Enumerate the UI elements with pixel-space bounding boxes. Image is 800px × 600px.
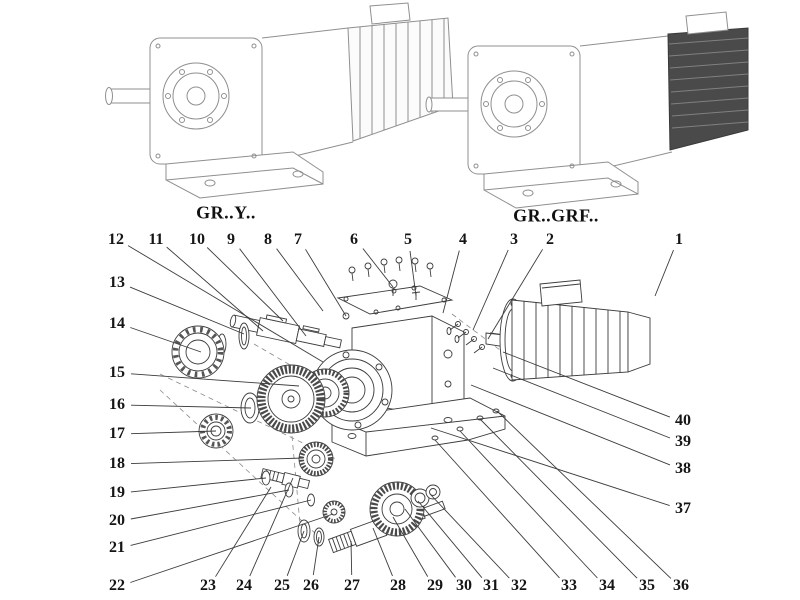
callout-24: 24 — [236, 577, 252, 594]
assembled-view-gr-grf — [425, 11, 749, 209]
callout-27: 27 — [344, 577, 360, 594]
leader-line — [502, 351, 671, 418]
callout-6: 6 — [350, 231, 358, 248]
callout-19: 19 — [109, 484, 125, 501]
leader-line — [434, 439, 560, 579]
leader-line — [130, 477, 267, 493]
leader-line — [479, 418, 638, 579]
callout-2: 2 — [546, 231, 554, 248]
motor-bolts-illustration — [446, 321, 485, 354]
leader-line — [130, 457, 304, 465]
leader-line — [409, 250, 417, 297]
callout-21: 21 — [109, 539, 125, 556]
callout-33: 33 — [561, 577, 577, 594]
leader-line — [417, 500, 483, 578]
callout-30: 30 — [456, 577, 472, 594]
leader-line — [249, 477, 294, 577]
callout-28: 28 — [390, 577, 406, 594]
leader-line — [130, 327, 202, 353]
callout-7: 7 — [294, 231, 302, 248]
leader-line — [239, 248, 307, 337]
leader-line — [392, 516, 429, 577]
leader-line — [654, 249, 674, 297]
intermediate-gear-illustration — [260, 441, 346, 524]
callout-37: 37 — [675, 500, 691, 517]
leader-line — [429, 493, 510, 579]
callout-4: 4 — [459, 231, 467, 248]
leader-line — [430, 427, 670, 507]
motor-illustration — [485, 279, 651, 382]
leader-line — [130, 430, 217, 435]
leader-line — [130, 404, 252, 409]
callout-40: 40 — [675, 412, 691, 429]
callout-32: 32 — [511, 577, 527, 594]
leader-lines-layer — [127, 245, 674, 583]
callout-9: 9 — [227, 231, 235, 248]
callout-22: 22 — [109, 577, 125, 594]
callout-5: 5 — [404, 231, 412, 248]
large-helical-gear-illustration — [256, 364, 326, 434]
callout-18: 18 — [109, 455, 125, 472]
leader-line — [129, 286, 245, 335]
callout-1: 1 — [675, 231, 683, 248]
callout-38: 38 — [675, 460, 691, 477]
callout-39: 39 — [675, 433, 691, 450]
leader-line — [470, 384, 671, 466]
callout-13: 13 — [109, 274, 125, 291]
exploded-view — [159, 256, 651, 554]
leader-line — [215, 486, 272, 577]
leader-line — [312, 536, 320, 576]
callout-12: 12 — [108, 231, 124, 248]
leader-line — [127, 245, 324, 363]
leader-line — [130, 489, 290, 520]
callout-14: 14 — [109, 315, 125, 332]
callout-31: 31 — [483, 577, 499, 594]
input-bearing-illustration — [171, 325, 225, 379]
callout-17: 17 — [109, 425, 125, 442]
callout-20: 20 — [109, 512, 125, 529]
leader-line — [487, 249, 543, 340]
leader-line — [459, 430, 598, 579]
callout-36: 36 — [673, 577, 689, 594]
leader-line — [472, 249, 509, 331]
callout-15: 15 — [109, 364, 125, 381]
callout-23: 23 — [200, 577, 216, 594]
leader-line — [350, 540, 353, 576]
leader-line — [496, 410, 672, 579]
callout-25: 25 — [274, 577, 290, 594]
assembled-view-gr-y — [105, 2, 454, 199]
cover-bolts-illustration — [342, 256, 434, 320]
callout-16: 16 — [109, 396, 125, 413]
leader-line — [492, 367, 671, 439]
leader-line — [130, 499, 312, 546]
leader-line — [372, 527, 393, 577]
callout-3: 3 — [510, 231, 518, 248]
leader-line — [286, 530, 305, 576]
leader-line — [305, 249, 347, 317]
callout-11: 11 — [148, 231, 164, 248]
caption-gr-grf: GR..GRF.. — [513, 205, 599, 226]
leader-line — [130, 513, 334, 583]
leader-line — [442, 250, 460, 314]
callout-8: 8 — [264, 231, 272, 248]
callout-29: 29 — [427, 577, 443, 594]
leader-line — [206, 247, 284, 322]
output-shaft-illustration — [297, 481, 446, 554]
callout-10: 10 — [189, 231, 205, 248]
leader-line — [130, 373, 300, 387]
callout-35: 35 — [639, 577, 655, 594]
input-shaft-illustration — [217, 314, 342, 355]
callout-34: 34 — [599, 577, 615, 594]
caption-gr-y: GR..Y.. — [196, 202, 256, 223]
leader-line — [362, 248, 394, 288]
callout-26: 26 — [303, 577, 319, 594]
leader-line — [276, 248, 324, 312]
leader-line — [404, 508, 456, 578]
